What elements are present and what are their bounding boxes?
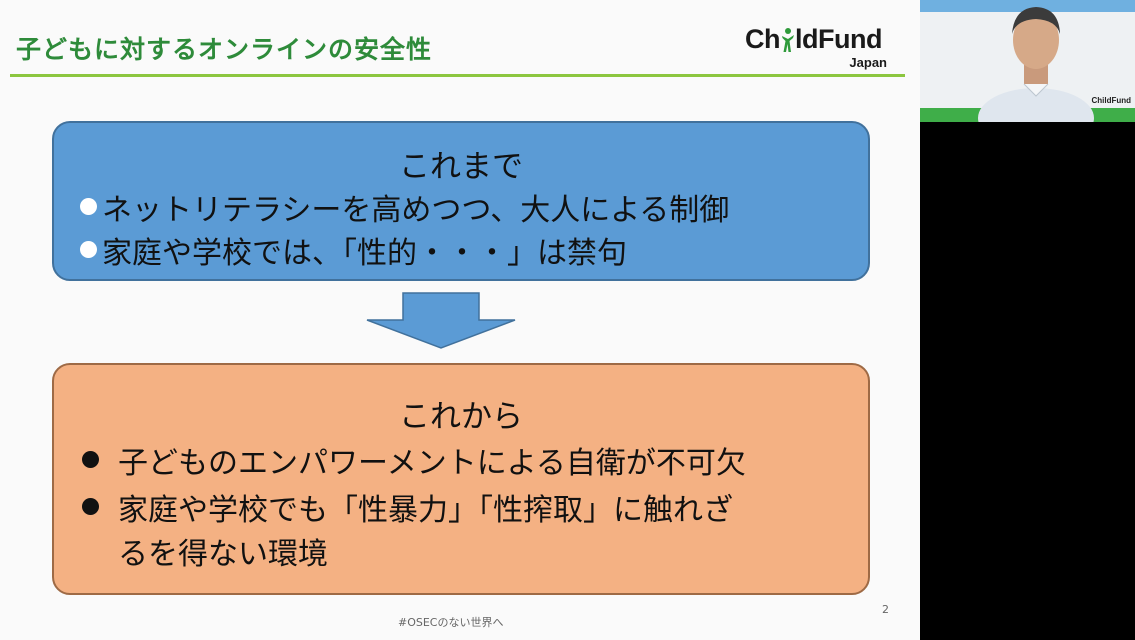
webcam-logo: ChildFund	[1091, 96, 1131, 105]
speaker-avatar	[978, 7, 1094, 122]
presentation-slide: 子どもに対するオンラインの安全性 Ch ldFund Japan これまで ネッ…	[0, 0, 920, 640]
after-heading: これから	[399, 399, 523, 435]
slide-title: 子どもに対するオンラインの安全性	[16, 35, 433, 64]
before-heading: これまで	[399, 149, 523, 185]
footer-hashtag: #OSECのない世界へ	[398, 616, 504, 629]
before-item-2: 家庭や学校では、「性的・・・」は禁句	[102, 236, 627, 271]
webcam-background-sky	[920, 0, 1135, 12]
before-item-1: ネットリテラシーを高めつつ、大人による制御	[102, 193, 730, 228]
bullet-icon	[82, 498, 99, 515]
after-box: これから 子どものエンパワーメントによる自衛が不可欠 家庭や学校でも「性暴力」「…	[52, 363, 870, 595]
bullet-icon	[80, 198, 97, 215]
logo-text-part2: ldFund	[795, 24, 882, 54]
logo-subtext: Japan	[849, 55, 887, 70]
bullet-icon	[80, 241, 97, 258]
down-arrow-icon	[366, 292, 516, 349]
childfund-logo: Ch ldFund Japan	[745, 24, 895, 70]
after-item-2: 家庭や学校でも「性暴力」「性搾取」に触れざ	[118, 493, 733, 528]
logo-wordmark: Ch ldFund	[745, 24, 882, 55]
before-box: これまで ネットリテラシーを高めつつ、大人による制御 家庭や学校では、「性的・・…	[52, 121, 870, 281]
webcam-video-tile[interactable]: ChildFund	[920, 0, 1135, 122]
title-divider	[10, 74, 905, 77]
page-number: 2	[882, 603, 889, 616]
after-item-2-cont: るを得ない環境	[118, 537, 328, 572]
empty-video-area	[920, 122, 1135, 640]
logo-text-part1: Ch	[745, 24, 781, 54]
after-item-1: 子どものエンパワーメントによる自衛が不可欠	[118, 446, 746, 481]
logo-figure-icon	[782, 27, 794, 52]
bullet-icon	[82, 451, 99, 468]
